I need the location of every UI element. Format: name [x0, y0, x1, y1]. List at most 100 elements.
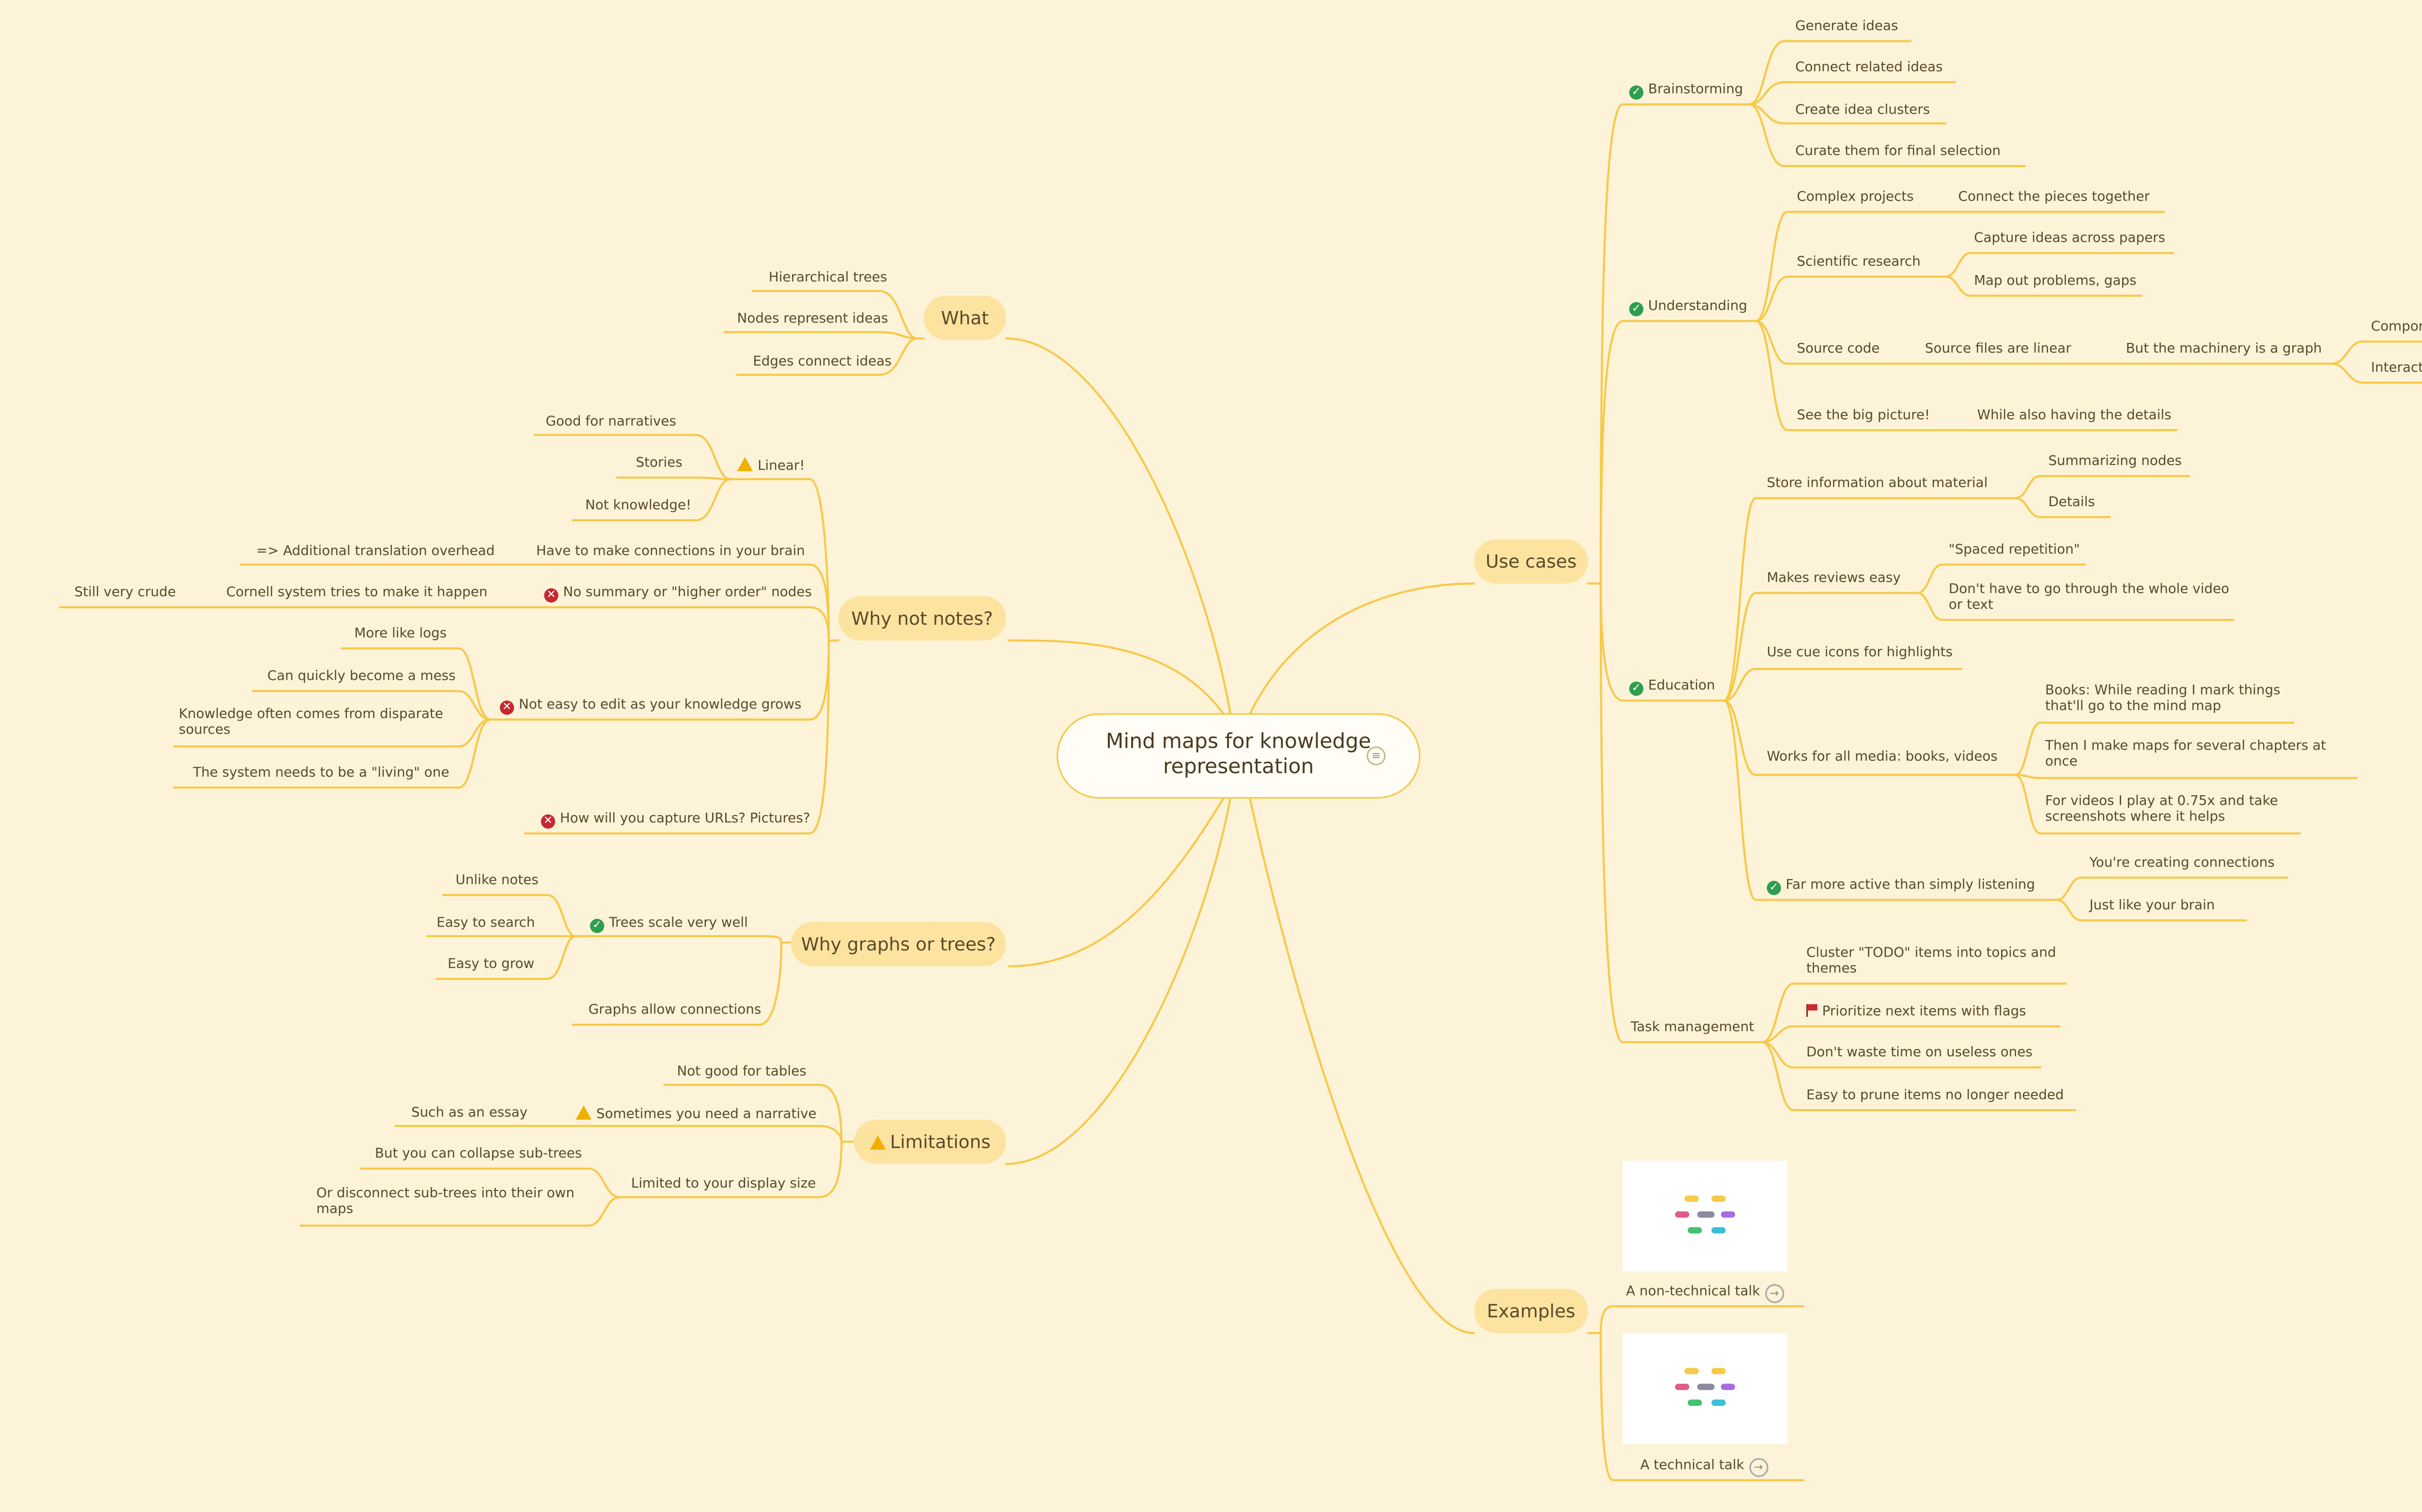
topic-why-not-notes[interactable]: Why not notes?	[838, 596, 1006, 641]
flag-icon	[1806, 1004, 1817, 1017]
node-task-management[interactable]: Task management	[1630, 1020, 1754, 1036]
node-become-mess[interactable]: Can quickly become a mess	[267, 669, 456, 685]
arrow-link-icon[interactable]: →	[1749, 1458, 1768, 1477]
node-not-knowledge[interactable]: Not knowledge!	[585, 498, 692, 514]
node-details-also[interactable]: While also having the details	[1977, 408, 2172, 424]
node-interactions[interactable]: Interactions	[2371, 360, 2422, 377]
node-label: Far more active than simply listening	[1785, 878, 2035, 894]
node-display-size[interactable]: Limited to your display size	[631, 1176, 816, 1193]
node-creating-connections[interactable]: You're creating connections	[2089, 855, 2275, 872]
check-circle-icon: ✓	[1767, 880, 1781, 895]
node-cornell[interactable]: Cornell system tries to make it happen	[226, 585, 488, 601]
node-make-connections[interactable]: Have to make connections in your brain	[536, 544, 805, 560]
node-brainstorming[interactable]: ✓Brainstorming	[1629, 82, 1743, 100]
node-complex-projects[interactable]: Complex projects	[1797, 189, 1914, 206]
node-whole-video[interactable]: Don't have to go through the whole video…	[1948, 582, 2230, 614]
example-thumbnail[interactable]	[1623, 1160, 1787, 1272]
example-thumbnail[interactable]	[1623, 1333, 1787, 1444]
node-active[interactable]: ✓ Far more active than simply listening	[1767, 878, 2035, 895]
node-label: Sometimes you need a narrative	[596, 1107, 817, 1123]
node-essay[interactable]: Such as an essay	[411, 1105, 528, 1122]
topic-what[interactable]: What	[923, 295, 1006, 340]
node-like-brain[interactable]: Just like your brain	[2089, 898, 2215, 914]
node-disparate-sources[interactable]: Knowledge often comes from disparate sou…	[178, 707, 443, 739]
node-chapters[interactable]: Then I make maps for several chapters at…	[2045, 738, 2327, 771]
node-all-media[interactable]: Works for all media: books, videos	[1767, 749, 1998, 766]
central-title: Mind maps for knowledge representation	[1105, 730, 1371, 780]
thumb-node	[1688, 1227, 1702, 1234]
thumb-node	[1711, 1399, 1726, 1406]
node-components[interactable]: Components	[2371, 319, 2422, 336]
example-technical[interactable]: A technical talk →	[1640, 1458, 1768, 1477]
topic-examples[interactable]: Examples	[1474, 1289, 1588, 1333]
node-reviews[interactable]: Makes reviews easy	[1767, 571, 1901, 587]
node-cue-icons[interactable]: Use cue icons for highlights	[1767, 645, 1953, 661]
node-understanding[interactable]: ✓Understanding	[1629, 299, 1747, 317]
node-not-tables[interactable]: Not good for tables	[677, 1064, 807, 1080]
node-curate[interactable]: Curate them for final selection	[1795, 144, 2001, 160]
node-easy-prune[interactable]: Easy to prune items no longer needed	[1806, 1088, 2064, 1104]
node-trees-scale[interactable]: ✓Trees scale very well	[590, 916, 748, 933]
node-education[interactable]: ✓Education	[1629, 679, 1715, 696]
node-source-files[interactable]: Source files are linear	[1925, 341, 2071, 357]
node-still-crude[interactable]: Still very crude	[74, 585, 176, 601]
node-hierarchical-trees[interactable]: Hierarchical trees	[768, 270, 887, 287]
node-linear[interactable]: Linear!	[737, 457, 805, 475]
node-connect-related[interactable]: Connect related ideas	[1795, 60, 1943, 76]
node-prioritize[interactable]: Prioritize next items with flags	[1806, 1004, 2026, 1020]
node-source-code[interactable]: Source code	[1797, 341, 1880, 357]
warning-icon	[575, 1105, 592, 1120]
node-easy-grow[interactable]: Easy to grow	[448, 957, 535, 973]
central-topic[interactable]: Mind maps for knowledge representation	[1056, 713, 1421, 799]
node-good-narratives[interactable]: Good for narratives	[545, 414, 676, 431]
node-cluster-todo[interactable]: Cluster "TODO" items into topics and the…	[1806, 945, 2056, 977]
node-more-like-logs[interactable]: More like logs	[354, 626, 447, 642]
node-dont-waste[interactable]: Don't waste time on useless ones	[1806, 1045, 2033, 1062]
node-translation-overhead[interactable]: => Additional translation overhead	[256, 544, 495, 560]
node-scientific-research[interactable]: Scientific research	[1797, 254, 1921, 271]
node-generate-ideas[interactable]: Generate ideas	[1795, 19, 1898, 35]
thumb-node	[1721, 1211, 1736, 1218]
node-details[interactable]: Details	[2048, 495, 2095, 511]
node-disconnect[interactable]: Or disconnect sub-trees into their own m…	[316, 1186, 574, 1218]
node-unlike-notes[interactable]: Unlike notes	[455, 873, 539, 889]
topic-limitations[interactable]: Limitations	[854, 1119, 1006, 1164]
thumb-node	[1697, 1384, 1715, 1390]
node-spaced[interactable]: "Spaced repetition"	[1948, 542, 2080, 558]
node-summarizing[interactable]: Summarizing nodes	[2048, 454, 2182, 470]
node-books[interactable]: Books: While reading I mark things that'…	[2045, 683, 2281, 715]
thumb-node	[1675, 1384, 1690, 1390]
node-no-summary[interactable]: ✕No summary or "higher order" nodes	[544, 585, 812, 603]
node-nodes-represent[interactable]: Nodes represent ideas	[737, 311, 888, 327]
example-label: A technical talk	[1640, 1458, 1744, 1474]
node-machinery-graph[interactable]: But the machinery is a graph	[2126, 341, 2322, 357]
node-collapse[interactable]: But you can collapse sub-trees	[374, 1146, 582, 1162]
example-non-technical[interactable]: A non-technical talk→	[1626, 1284, 1784, 1303]
arrow-link-icon[interactable]: →	[1765, 1284, 1784, 1303]
node-stories[interactable]: Stories	[636, 455, 683, 472]
node-videos[interactable]: For videos I play at 0.75x and take scre…	[2045, 794, 2278, 826]
node-map-problems[interactable]: Map out problems, gaps	[1974, 273, 2137, 290]
node-easy-search[interactable]: Easy to search	[436, 915, 535, 932]
node-big-picture[interactable]: See the big picture!	[1797, 408, 1930, 424]
check-circle-icon: ✓	[1629, 302, 1644, 317]
node-idea-clusters[interactable]: Create idea clusters	[1795, 103, 1930, 119]
note-icon[interactable]: ≡	[1366, 746, 1386, 766]
node-store-info[interactable]: Store information about material	[1767, 476, 1988, 492]
node-edges-connect[interactable]: Edges connect ideas	[753, 354, 892, 370]
node-narrative[interactable]: Sometimes you need a narrative	[575, 1105, 817, 1123]
node-capture-urls[interactable]: ✕How will you capture URLs? Pictures?	[541, 811, 810, 829]
node-connect-pieces[interactable]: Connect the pieces together	[1958, 189, 2150, 206]
node-label: Prioritize next items with flags	[1822, 1004, 2026, 1020]
node-graphs-connections[interactable]: Graphs allow connections	[588, 1003, 761, 1018]
node-not-easy-edit[interactable]: ✕Not easy to edit as your knowledge grow…	[499, 697, 801, 715]
topic-why-graphs[interactable]: Why graphs or trees?	[791, 922, 1006, 967]
topic-use-cases[interactable]: Use cases	[1474, 539, 1588, 584]
node-living-system[interactable]: The system needs to be a "living" one	[193, 765, 450, 782]
node-capture-ideas[interactable]: Capture ideas across papers	[1974, 231, 2165, 247]
check-circle-icon: ✓	[590, 919, 605, 933]
topic-label: Use cases	[1485, 550, 1577, 573]
node-label: Linear!	[758, 458, 805, 475]
